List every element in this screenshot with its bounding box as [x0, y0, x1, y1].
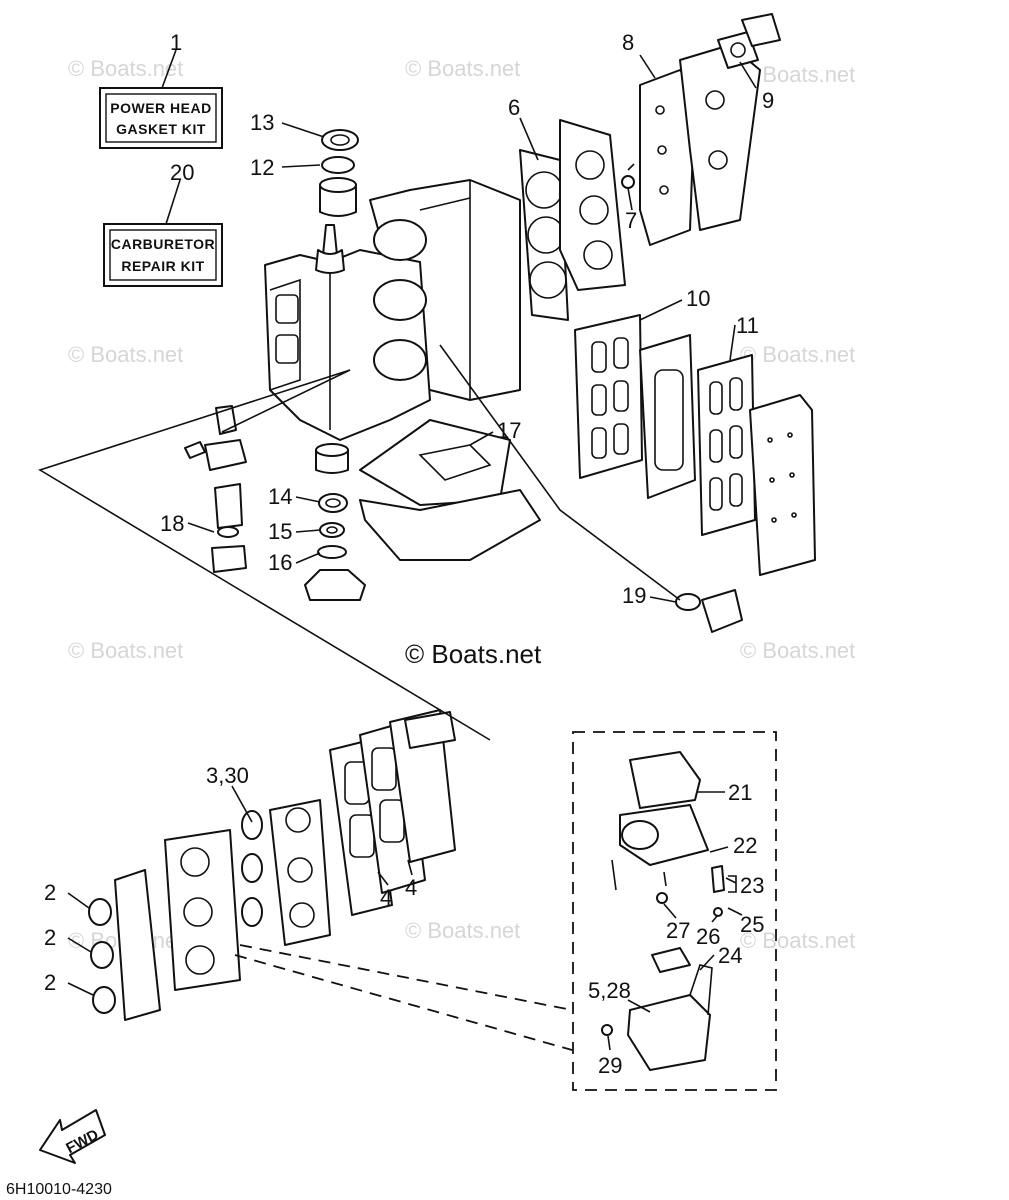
exhaust-inner-cover: [639, 334, 696, 499]
watermark: © Boats.net: [405, 918, 520, 943]
lower-seal-parts: [304, 443, 366, 601]
fwd-arrow-icon: FWD: [39, 1109, 106, 1164]
bolt-7: [621, 163, 635, 189]
carburetor-repair-kit-label: 20 CARBURETOR REPAIR KIT: [103, 160, 223, 287]
head-cover-gasket: [639, 69, 696, 246]
callout-8: 8: [622, 30, 634, 55]
callout-16: 16: [268, 550, 292, 575]
callout-25: 25: [740, 912, 764, 937]
fuel-pump-parts: [184, 405, 247, 573]
head-cover: [679, 44, 761, 231]
intake-manifold: [269, 799, 331, 946]
carburetor-stack: [164, 810, 263, 991]
seal-parts: [319, 129, 359, 217]
thermostat-gasket: [717, 13, 781, 69]
callout-5-28: 5,28: [588, 978, 631, 1003]
engine-block-drawing: [264, 179, 521, 441]
kit-label-line: POWER HEAD: [110, 100, 211, 116]
part-19: [675, 589, 743, 633]
callout-6: 6: [508, 95, 520, 120]
callout-17: 17: [497, 418, 521, 443]
callout-27: 27: [666, 918, 690, 943]
watermark: © Boats.net: [68, 638, 183, 663]
carburetor-detail-box: [572, 731, 777, 1091]
watermark: © Boats.net: [740, 928, 855, 953]
kit-label-line: REPAIR KIT: [121, 258, 204, 274]
exhaust-inner-gasket: [574, 314, 643, 479]
connector-lines: [38, 344, 681, 1051]
callout-13: 13: [250, 110, 274, 135]
callout-10: 10: [686, 286, 710, 311]
watermark: © Boats.net: [68, 342, 183, 367]
power-head-gasket-kit-label: 1 POWER HEAD GASKET KIT: [99, 30, 223, 149]
callout-26: 26: [696, 924, 720, 949]
exhaust-outer-gasket: [697, 354, 756, 536]
callout-23: 23: [740, 873, 764, 898]
callout-9: 9: [762, 88, 774, 113]
watermark: © Boats.net: [405, 56, 520, 81]
diagram-code: 6H10010-4230: [6, 1181, 112, 1198]
callout-number: 1: [170, 30, 182, 55]
callout-29: 29: [598, 1053, 622, 1078]
reed-valve-assembly: [329, 709, 456, 916]
callout-leaders: [67, 54, 757, 1051]
callout-2: 2: [44, 970, 56, 995]
watermark: © Boats.net: [68, 56, 183, 81]
callout-2: 2: [44, 925, 56, 950]
carburetor-gaskets-2: [88, 869, 161, 1021]
exhaust-outer-cover: [749, 394, 816, 576]
callout-21: 21: [728, 780, 752, 805]
kit-label-line: CARBURETOR: [111, 236, 215, 252]
copyright-text: © Boats.net: [405, 639, 542, 669]
callout-4: 4: [405, 875, 417, 900]
cylinder-head-gasket: [519, 149, 569, 321]
base-gasket-and-adapter: [359, 419, 541, 561]
watermark: © Boats.net: [740, 638, 855, 663]
callout-24: 24: [718, 943, 742, 968]
callout-11: 11: [736, 313, 759, 338]
callout-22: 22: [733, 833, 757, 858]
cylinder-head: [559, 119, 626, 291]
kit-label-line: GASKET KIT: [116, 121, 206, 137]
callout-18: 18: [160, 511, 184, 536]
callout-23-bracket: [728, 875, 737, 893]
callout-15: 15: [268, 519, 292, 544]
callout-4: 4: [380, 885, 392, 910]
watermark: © Boats.net: [740, 342, 855, 367]
callout-2: 2: [44, 880, 56, 905]
callout-19: 19: [622, 583, 646, 608]
callout-number: 20: [170, 160, 194, 185]
callout-numbers: 13 12 6 8 9 7 10 11 17 14 15 16 18 19 3,…: [44, 30, 774, 1078]
callout-14: 14: [268, 484, 292, 509]
callout-3-30: 3,30: [206, 763, 249, 788]
callout-7: 7: [625, 208, 637, 233]
callout-12: 12: [250, 155, 274, 180]
